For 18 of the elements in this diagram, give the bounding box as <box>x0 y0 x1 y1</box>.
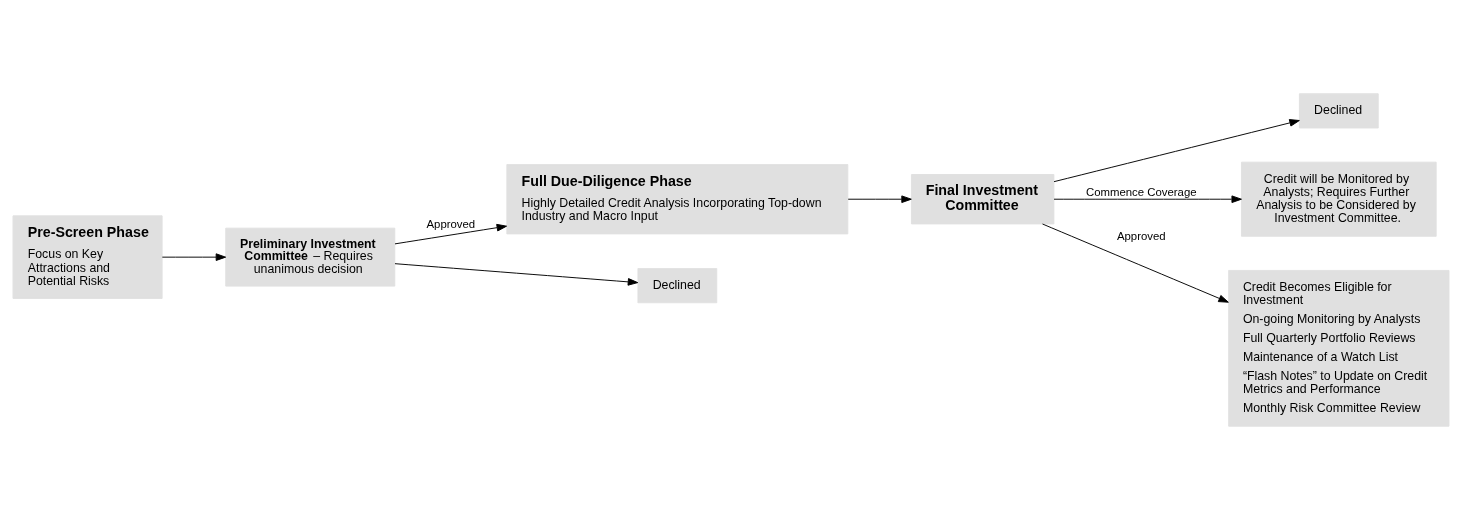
arrow <box>1053 119 1300 183</box>
arrow <box>1042 223 1229 303</box>
node-box: Preliminary Investment Committee – Requires unanimous decision <box>225 227 396 287</box>
edge-label: Approved <box>1116 229 1166 242</box>
arrow <box>1053 195 1242 203</box>
edge-label: Approved <box>426 218 476 231</box>
node-box: Full Due-Diligence Phase Highly Detailed Credit Analysis Incorporating Top-down Industry and Macro Input <box>506 164 849 235</box>
arrow <box>394 263 639 286</box>
edge-label: Commence Coverage <box>1085 185 1197 198</box>
node-box: Declined <box>1298 93 1379 129</box>
arrow <box>847 195 912 203</box>
arrow <box>161 253 227 261</box>
node-box: Credit will be Monitored by Analysts; Requires Further Analysis to be Considered by Investment Committee. <box>1241 161 1437 237</box>
arrow <box>394 223 508 245</box>
node-box: Final Investment Committee <box>910 174 1055 225</box>
node-box: Declined <box>637 268 718 304</box>
node-box: Credit Becomes Eligible for Investment On-going Monitoring by Analysts Full Quarterly Portfolio Reviews Maintenance of a Watch List “Flash Notes” to Update on Credit Metrics and Performance Monthly Risk Committee Review <box>1228 269 1450 427</box>
node-box: Pre-Screen Phase Focus on Key Attractions and Potential Risks <box>12 215 163 299</box>
